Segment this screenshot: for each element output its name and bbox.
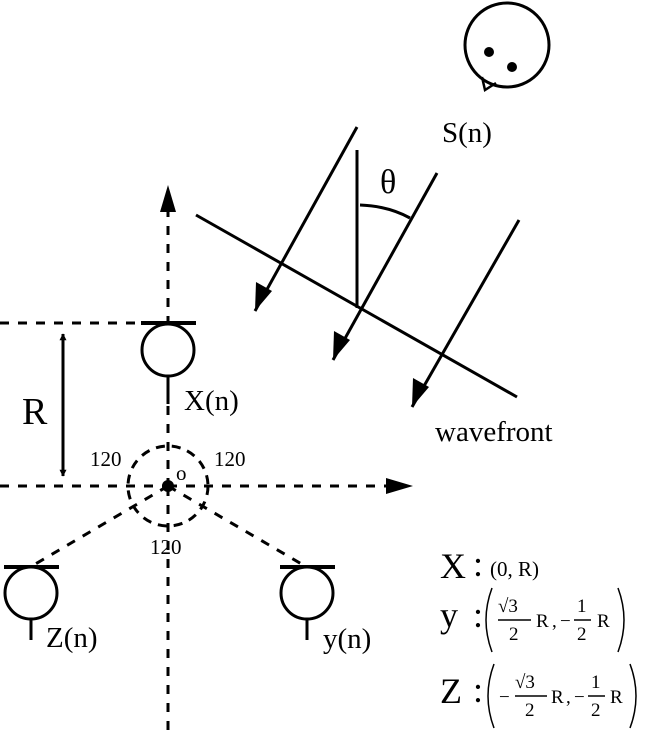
y-axis-arrowhead xyxy=(160,185,176,212)
coordinate-y-comma: , xyxy=(552,611,557,632)
wavefront-label: wavefront xyxy=(435,416,553,448)
coordinate-z-var: Z xyxy=(440,671,462,711)
coordinate-z-comma: , xyxy=(566,687,571,708)
coordinate-y-r-2: R xyxy=(597,611,610,632)
coordinate-y-minus: − xyxy=(560,611,571,632)
microphone-y-label: y(n) xyxy=(323,623,371,655)
coordinate-z-two-2: 2 xyxy=(591,700,601,721)
x-axis-arrowhead xyxy=(386,478,413,494)
angle-label-left: 120 xyxy=(90,447,122,471)
origin-label: o xyxy=(176,461,187,485)
coordinate-z-r-1: R xyxy=(551,687,564,708)
coordinate-z: Z : − √3 2 R , − 1 2 R xyxy=(440,663,637,729)
incoming-rays xyxy=(253,126,521,408)
coordinate-y-sep: : xyxy=(473,595,483,635)
coordinate-z-one: 1 xyxy=(591,672,601,693)
coordinate-z-r-2: R xyxy=(610,687,623,708)
microphone-z-icon xyxy=(3,565,59,640)
ray-2 xyxy=(331,172,439,361)
microphone-y-icon xyxy=(279,565,335,640)
microphone-z-label: Z(n) xyxy=(46,622,98,654)
microphone-x-label: X(n) xyxy=(184,385,239,417)
coordinate-y-two-2: 2 xyxy=(577,624,587,645)
coordinate-x: X : (0, R) xyxy=(440,544,539,586)
coordinate-y-r-1: R xyxy=(536,611,549,632)
coordinate-z-sep: : xyxy=(473,670,483,710)
coordinate-z-two-1: 2 xyxy=(525,700,535,721)
origin-dashed-circle xyxy=(126,444,210,528)
arm-to-y xyxy=(167,484,306,568)
coordinate-y-var: y xyxy=(440,595,458,635)
coordinate-z-minus-1: − xyxy=(499,687,510,708)
source-label: S(n) xyxy=(442,117,492,149)
arm-to-z xyxy=(31,484,169,568)
coordinate-x-sep: : xyxy=(473,544,483,584)
ray-3 xyxy=(410,219,521,408)
coordinate-y: y : √3 2 R , − 1 2 R xyxy=(440,587,625,653)
coordinate-y-two-1: 2 xyxy=(509,624,519,645)
radius-label: R xyxy=(22,391,48,433)
ray-1-arrowhead xyxy=(255,282,272,311)
ray-3-arrowhead xyxy=(412,378,429,407)
coordinate-x-var: X xyxy=(440,546,466,586)
coordinate-z-sqrt3: √3 xyxy=(515,672,535,693)
coordinate-y-one: 1 xyxy=(577,596,587,617)
coordinate-x-value: (0, R) xyxy=(490,557,539,581)
theta-label: θ xyxy=(380,164,396,201)
angle-label-right: 120 xyxy=(214,447,246,471)
ray-1 xyxy=(253,126,359,312)
microphone-x-icon xyxy=(140,321,196,404)
coordinate-y-left-paren xyxy=(485,587,493,653)
ray-2-arrowhead xyxy=(333,331,350,360)
coordinate-y-sqrt3: √3 xyxy=(498,596,518,617)
wavefront-line xyxy=(195,213,518,399)
theta-arc xyxy=(359,203,411,220)
coordinate-z-right-paren xyxy=(629,663,637,729)
coordinate-z-minus-2: − xyxy=(574,687,585,708)
coordinate-y-right-paren xyxy=(617,587,625,653)
sound-source-icon xyxy=(463,1,551,93)
angle-label-bottom: 120 xyxy=(150,535,182,559)
coordinate-z-left-paren xyxy=(487,663,495,729)
